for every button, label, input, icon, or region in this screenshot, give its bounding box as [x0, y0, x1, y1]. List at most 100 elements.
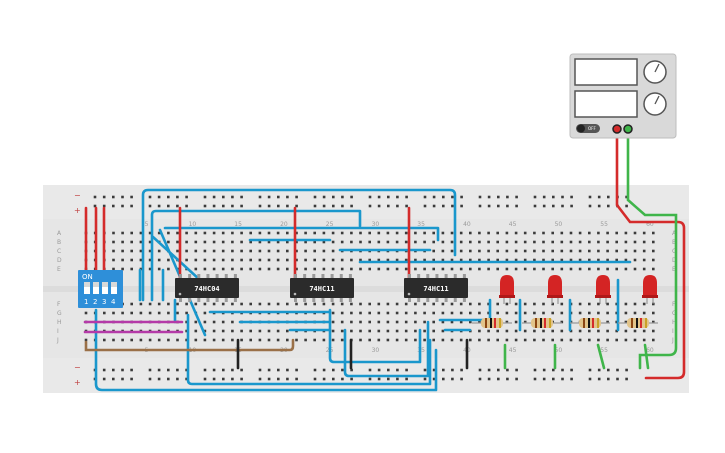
breadboard-hole[interactable]: [221, 240, 225, 244]
breadboard-hole[interactable]: [157, 231, 161, 235]
breadboard-hole[interactable]: [368, 377, 372, 381]
breadboard-hole[interactable]: [258, 377, 262, 381]
breadboard-hole[interactable]: [277, 204, 280, 208]
breadboard-hole[interactable]: [185, 204, 188, 208]
breadboard-hole[interactable]: [359, 302, 362, 306]
breadboard-hole[interactable]: [588, 231, 591, 235]
breadboard-hole[interactable]: [185, 368, 188, 372]
breadboard-hole[interactable]: [542, 204, 546, 208]
breadboard-hole[interactable]: [167, 204, 170, 208]
breadboard-hole[interactable]: [542, 249, 545, 253]
breadboard-hole[interactable]: [148, 204, 152, 208]
breadboard-hole[interactable]: [185, 338, 188, 342]
breadboard-hole[interactable]: [340, 320, 344, 324]
breadboard-hole[interactable]: [167, 377, 170, 381]
power-supply[interactable]: OFF: [569, 53, 677, 139]
breadboard-hole[interactable]: [633, 338, 637, 342]
breadboard-hole[interactable]: [560, 320, 564, 324]
breadboard-hole[interactable]: [203, 231, 207, 235]
breadboard-hole[interactable]: [121, 267, 124, 271]
breadboard-hole[interactable]: [552, 377, 555, 381]
breadboard-hole[interactable]: [505, 231, 509, 235]
breadboard-hole[interactable]: [441, 320, 445, 324]
breadboard-hole[interactable]: [194, 249, 198, 253]
breadboard-hole[interactable]: [386, 240, 390, 244]
breadboard-hole[interactable]: [350, 231, 353, 235]
breadboard-hole[interactable]: [441, 258, 445, 262]
breadboard-hole[interactable]: [560, 267, 564, 271]
breadboard-hole[interactable]: [642, 338, 646, 342]
breadboard-hole[interactable]: [533, 329, 536, 333]
breadboard-hole[interactable]: [194, 338, 198, 342]
breadboard-hole[interactable]: [523, 231, 527, 235]
breadboard-hole[interactable]: [551, 258, 554, 262]
breadboard-hole[interactable]: [194, 240, 198, 244]
breadboard-hole[interactable]: [633, 240, 637, 244]
breadboard-hole[interactable]: [148, 311, 152, 315]
breadboard-hole[interactable]: [505, 320, 509, 324]
breadboard-hole[interactable]: [176, 311, 179, 315]
breadboard-hole[interactable]: [450, 267, 454, 271]
breadboard-hole[interactable]: [615, 267, 618, 271]
breadboard-hole[interactable]: [240, 267, 243, 271]
breadboard-hole[interactable]: [240, 231, 243, 235]
breadboard-hole[interactable]: [514, 320, 518, 324]
breadboard-hole[interactable]: [633, 311, 637, 315]
breadboard-hole[interactable]: [231, 377, 234, 381]
breadboard-hole[interactable]: [340, 258, 344, 262]
breadboard-hole[interactable]: [624, 329, 628, 333]
breadboard-hole[interactable]: [121, 368, 124, 372]
breadboard-hole[interactable]: [276, 338, 280, 342]
breadboard-hole[interactable]: [377, 267, 381, 271]
breadboard-hole[interactable]: [350, 267, 353, 271]
resistor-4[interactable]: [618, 318, 658, 328]
breadboard-hole[interactable]: [286, 204, 289, 208]
breadboard-hole[interactable]: [167, 267, 170, 271]
breadboard-hole[interactable]: [496, 267, 499, 271]
breadboard-hole[interactable]: [203, 329, 207, 333]
breadboard-hole[interactable]: [387, 377, 390, 381]
breadboard-hole[interactable]: [523, 240, 527, 244]
breadboard-hole[interactable]: [148, 240, 152, 244]
breadboard-hole[interactable]: [286, 377, 289, 381]
breadboard-hole[interactable]: [368, 240, 371, 244]
breadboard-hole[interactable]: [642, 249, 646, 253]
breadboard-hole[interactable]: [569, 338, 573, 342]
breadboard-hole[interactable]: [533, 240, 536, 244]
breadboard-hole[interactable]: [597, 240, 600, 244]
breadboard-hole[interactable]: [459, 320, 463, 324]
breadboard-hole[interactable]: [542, 368, 546, 372]
breadboard-hole[interactable]: [267, 302, 271, 306]
breadboard-hole[interactable]: [221, 338, 225, 342]
breadboard-hole[interactable]: [203, 204, 207, 208]
breadboard-hole[interactable]: [616, 368, 619, 372]
breadboard-hole[interactable]: [405, 204, 408, 208]
breadboard-hole[interactable]: [395, 231, 399, 235]
breadboard-hole[interactable]: [341, 204, 344, 208]
breadboard-hole[interactable]: [157, 195, 161, 199]
breadboard-hole[interactable]: [578, 267, 582, 271]
breadboard-hole[interactable]: [469, 302, 472, 306]
breadboard-hole[interactable]: [121, 258, 124, 262]
breadboard-hole[interactable]: [304, 240, 307, 244]
breadboard-hole[interactable]: [588, 338, 591, 342]
breadboard-hole[interactable]: [487, 311, 490, 315]
breadboard-hole[interactable]: [569, 258, 573, 262]
breadboard-hole[interactable]: [221, 231, 225, 235]
breadboard-hole[interactable]: [350, 368, 353, 372]
breadboard-hole[interactable]: [505, 311, 509, 315]
breadboard-hole[interactable]: [515, 204, 518, 208]
breadboard-hole[interactable]: [432, 329, 435, 333]
breadboard-hole[interactable]: [570, 377, 573, 381]
breadboard-hole[interactable]: [404, 311, 408, 315]
breadboard-hole[interactable]: [451, 368, 454, 372]
breadboard-hole[interactable]: [121, 195, 124, 199]
breadboard-hole[interactable]: [350, 302, 353, 306]
breadboard-hole[interactable]: [286, 338, 289, 342]
breadboard-hole[interactable]: [130, 338, 133, 342]
breadboard-hole[interactable]: [441, 329, 445, 333]
breadboard-hole[interactable]: [625, 368, 628, 372]
breadboard-hole[interactable]: [469, 249, 472, 253]
breadboard-hole[interactable]: [515, 377, 518, 381]
breadboard-hole[interactable]: [286, 240, 289, 244]
